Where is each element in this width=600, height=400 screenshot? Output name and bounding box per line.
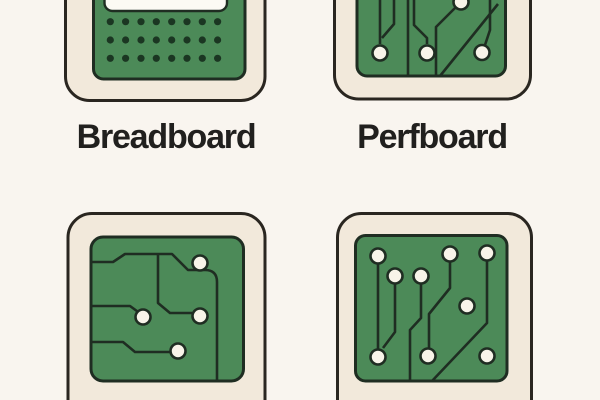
perfboard-pads [371,0,491,62]
perfboard-label: Perfboard [357,118,508,156]
circuit-surface [89,235,245,383]
circuit-traces [91,252,219,381]
circuit-board-icon-bottom-right [336,212,533,400]
breadboard-label: Breadboard [76,118,257,156]
breadboard-holes [106,18,222,62]
circuit-pads [134,254,209,360]
circuit-pads [369,244,496,366]
breadboard-icon [64,0,267,102]
perfboard-traces [378,0,500,77]
circuit-board-icon-bottom-left [66,212,267,400]
perfboard-icon [333,0,532,101]
breadboard-slot [103,0,229,13]
circuit-traces [376,261,489,382]
